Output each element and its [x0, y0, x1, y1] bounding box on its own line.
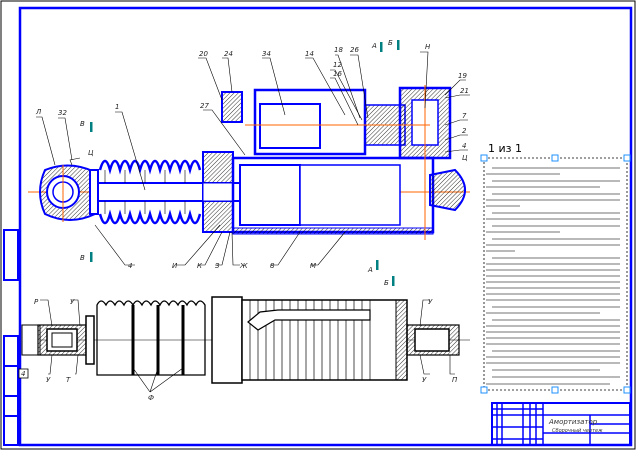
- position-label: 32: [58, 109, 67, 117]
- position-label: 2: [462, 127, 467, 135]
- position-label: 24: [224, 50, 233, 58]
- position-label: 18: [334, 46, 343, 54]
- bellows-bottom: [98, 209, 202, 225]
- position-label: К: [197, 262, 203, 270]
- position-label: Л: [35, 108, 42, 116]
- position-label: 26: [350, 46, 359, 54]
- lower-exterior-view: Р У У Т Ф У У П 4: [18, 296, 470, 402]
- position-label: 4: [128, 262, 132, 270]
- title-block: [491, 402, 631, 446]
- drawing-title: Амортизатор: [548, 418, 598, 426]
- technical-notes[interactable]: [480, 154, 631, 394]
- position-label: М: [310, 262, 316, 270]
- position-label: Ф: [148, 394, 154, 402]
- position-label: 4: [462, 142, 466, 150]
- hose-fitting: [247, 309, 371, 331]
- page-indicator: 1 из 1: [488, 142, 522, 155]
- position-label: 20: [199, 50, 208, 58]
- position-label: У: [70, 298, 75, 306]
- drawing-frame: [18, 6, 633, 447]
- position-label: 16: [333, 70, 342, 78]
- position-label: 21: [460, 87, 469, 95]
- drawing-type: Сборочный чертеж: [552, 428, 603, 434]
- position-label: И: [172, 262, 178, 270]
- position-label: 27: [200, 102, 209, 110]
- position-label: 7: [462, 112, 467, 120]
- position-label: 19: [458, 72, 467, 80]
- position-label: Н: [425, 43, 431, 51]
- notes-text-lines: [486, 167, 620, 385]
- position-label: 12: [333, 61, 342, 69]
- right-eye-lug: [429, 168, 466, 212]
- position-label: П: [452, 376, 458, 384]
- position-label: Р: [34, 298, 39, 306]
- position-label: 34: [262, 50, 271, 58]
- position-label: Т: [66, 376, 71, 384]
- leader-lines: [36, 51, 470, 266]
- svg-text:В: В: [80, 254, 85, 262]
- svg-text:Б: Б: [388, 39, 393, 47]
- upper-section-view: 20 24 34 14 18 26 12 16 27 Н 19 21 7 2 4…: [28, 39, 470, 287]
- position-label: Ж: [239, 262, 248, 270]
- position-label: Ц: [88, 149, 94, 157]
- side-stamp: [3, 229, 19, 446]
- position-label: 8: [270, 262, 275, 270]
- piston: [239, 164, 301, 226]
- selection-handles[interactable]: [480, 154, 631, 394]
- svg-text:В: В: [80, 120, 85, 128]
- position-label: У: [422, 376, 427, 384]
- section-marks: А Б В В А Б: [80, 39, 400, 287]
- svg-text:А: А: [371, 42, 377, 50]
- svg-text:А: А: [367, 266, 373, 274]
- datum-label: 4: [21, 370, 25, 378]
- position-label: 1: [115, 103, 119, 111]
- position-label: Ц: [462, 154, 468, 162]
- piston-rod: [89, 182, 261, 202]
- position-label: 14: [305, 50, 314, 58]
- position-label: У: [46, 376, 51, 384]
- bellows-top: [98, 159, 202, 175]
- cylinder-cap: [211, 296, 243, 384]
- position-label: З: [215, 262, 220, 270]
- position-label: У: [428, 298, 433, 306]
- svg-text:Б: Б: [384, 279, 389, 287]
- bellows: [96, 300, 206, 376]
- filler-plug: [221, 91, 243, 123]
